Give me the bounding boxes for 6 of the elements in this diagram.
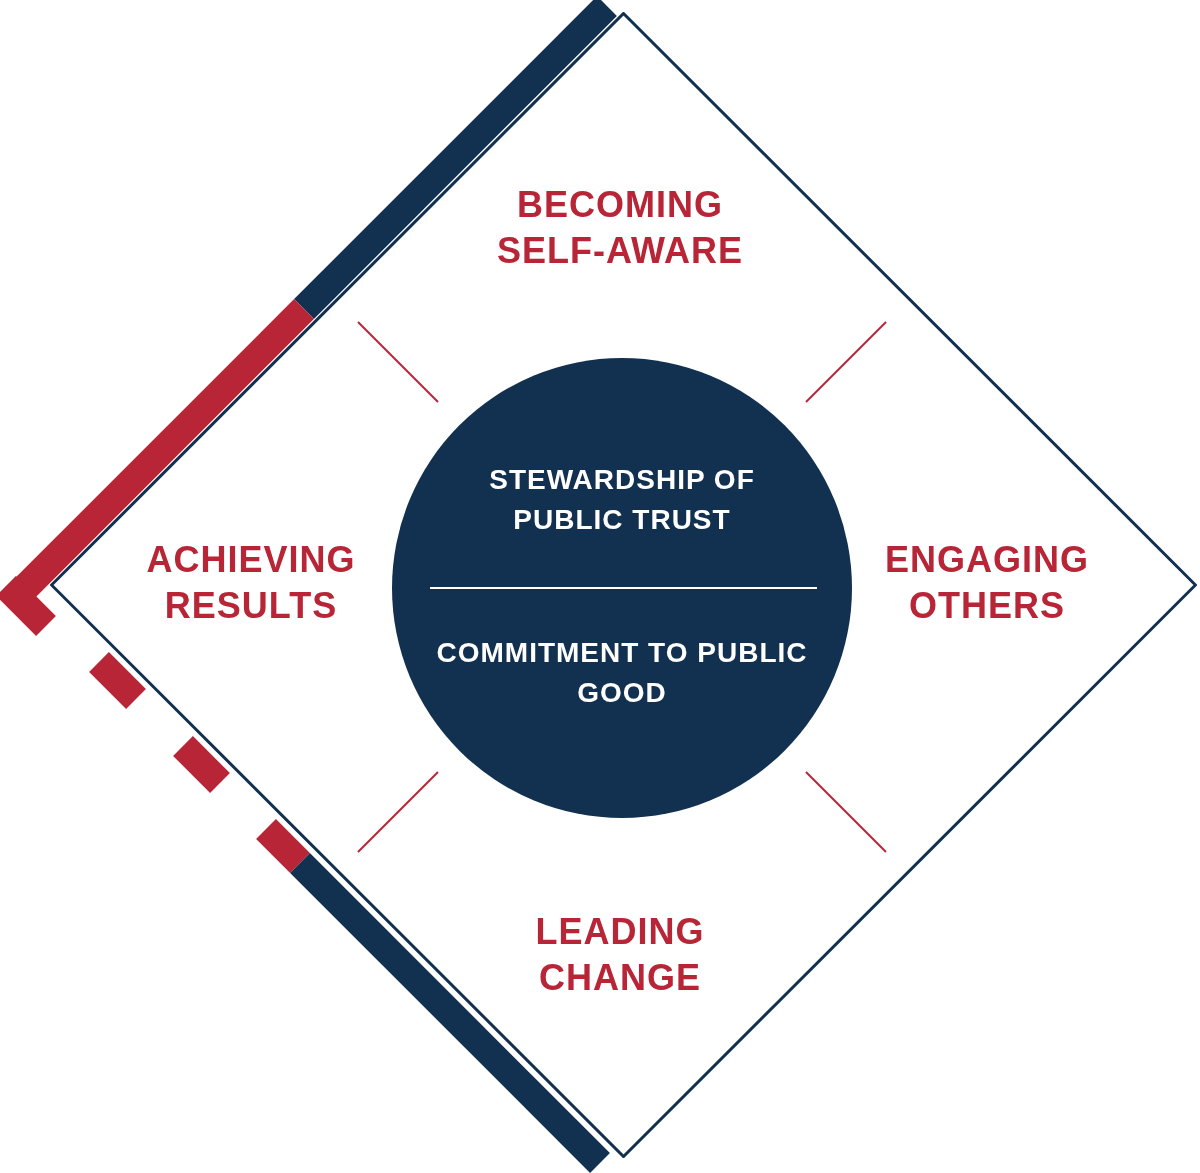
section-title: LEADING CHANGE [534, 910, 706, 1000]
section-title: BECOMING SELF-AWARE [496, 183, 744, 273]
circle-text: STEWARDSHIP OF PUBLIC TRUST [488, 463, 756, 537]
circle-text: COMMITMENT TO PUBLIC GOOD [435, 636, 809, 710]
section-title: ENGAGING OTHERS [884, 538, 1090, 628]
section-title: ACHIEVING RESULTS [145, 538, 357, 628]
